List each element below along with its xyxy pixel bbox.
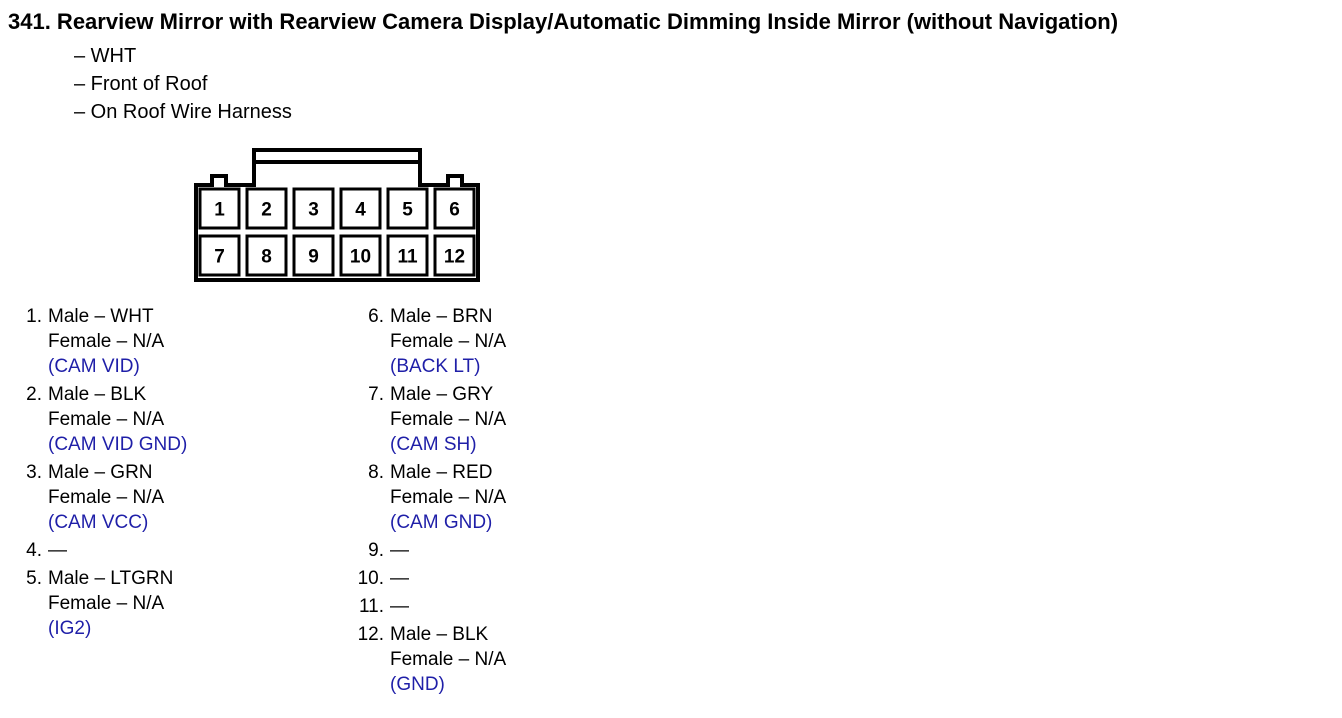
pin-number: 7. — [368, 384, 384, 405]
pin-signal: (BACK LT) — [390, 356, 481, 377]
connector-pin-label: 5 — [402, 200, 413, 221]
connector-cavity — [198, 187, 241, 230]
pin-entry: 8. Male – RED Female – N/A (CAM GND) — [352, 460, 506, 535]
connector-cavity — [339, 187, 382, 230]
connector-color: – WHT — [74, 45, 137, 67]
connector-pin-label: 12 — [444, 247, 465, 268]
pin-number: 1. — [26, 306, 42, 327]
pin-entry: 3. Male – GRN Female – N/A (CAM VCC) — [10, 460, 187, 535]
pin-entry: 10. — — [352, 566, 506, 591]
connector-pin-label: 9 — [308, 247, 319, 268]
pin-male-wire: — — [390, 596, 409, 617]
pin-signal: (IG2) — [48, 618, 92, 639]
connector-cavity — [386, 234, 429, 277]
pin-entry: 5. Male – LTGRN Female – N/A (IG2) — [10, 566, 187, 641]
connector-cavity — [339, 234, 382, 277]
pin-male-wire: Male – BRN — [390, 306, 493, 327]
connector-cavity — [245, 234, 288, 277]
connector-housing — [194, 148, 480, 282]
connector-info-list: – WHT – Front of Roof – On Roof Wire Har… — [74, 42, 292, 126]
connector-cavity — [245, 187, 288, 230]
pin-entry: 1. Male – WHT Female – N/A (CAM VID) — [10, 304, 187, 379]
pin-female-wire: Female – N/A — [390, 487, 507, 508]
pin-signal: (CAM GND) — [390, 512, 493, 533]
pin-female-wire: Female – N/A — [48, 593, 165, 614]
connector-pin-label: 3 — [308, 200, 319, 221]
pin-entry: 4. — — [10, 538, 187, 563]
pin-number: 8. — [368, 462, 384, 483]
pin-list-left: 1. Male – WHT Female – N/A (CAM VID) 2. Male … — [10, 304, 187, 644]
page-title: 341. Rearview Mirror with Rearview Camer… — [8, 9, 1119, 34]
pin-number: 10. — [357, 568, 384, 589]
pin-entry: 6. Male – BRN Female – N/A (BACK LT) — [352, 304, 506, 379]
pin-female-wire: Female – N/A — [390, 649, 507, 670]
connector-pin-label: 4 — [355, 200, 366, 221]
pin-male-wire: — — [390, 540, 409, 561]
pin-list-right: 6. Male – BRN Female – N/A (BACK LT) 7. Male … — [352, 304, 507, 700]
connector-pin-label: 6 — [449, 200, 460, 221]
pin-signal: (CAM VID) — [48, 356, 140, 377]
pin-female-wire: Female – N/A — [390, 409, 507, 430]
pin-number: 11. — [358, 596, 384, 617]
connector-cavity — [433, 187, 476, 230]
connector-cavity — [433, 234, 476, 277]
pin-entry: 2. Male – BLK Female – N/A (CAM VID GND) — [10, 382, 187, 457]
pin-signal: (CAM SH) — [390, 434, 477, 455]
pin-entry: 12. Male – BLK Female – N/A (GND) — [352, 622, 507, 697]
pin-female-wire: Female – N/A — [48, 409, 165, 430]
connector-pin-label: 7 — [214, 247, 225, 268]
pin-male-wire: Male – RED — [390, 462, 493, 483]
pin-number: 6. — [368, 306, 384, 327]
connector-pin-label: 1 — [214, 200, 225, 221]
pin-number: 5. — [26, 568, 42, 589]
pin-signal: (CAM VID GND) — [48, 434, 188, 455]
pin-female-wire: Female – N/A — [390, 331, 507, 352]
pin-entry: 7. Male – GRY Female – N/A (CAM SH) — [352, 382, 506, 457]
connector-pin-label: 8 — [261, 247, 272, 268]
pin-male-wire: — — [48, 540, 67, 561]
connector-cavity — [198, 234, 241, 277]
connector-location: – Front of Roof — [74, 73, 208, 95]
connector-cavity — [386, 187, 429, 230]
pin-female-wire: Female – N/A — [48, 331, 165, 352]
pin-number: 4. — [26, 540, 42, 561]
pin-male-wire: Male – BLK — [48, 384, 147, 405]
pin-male-wire: — — [390, 568, 409, 589]
connector-harness: – On Roof Wire Harness — [74, 101, 292, 123]
pin-number: 9. — [368, 540, 384, 561]
pin-signal: (CAM VCC) — [48, 512, 149, 533]
connector-pin-label: 11 — [397, 247, 418, 268]
pin-male-wire: Male – WHT — [48, 306, 154, 327]
connector-pin-label: 2 — [261, 200, 272, 221]
pin-male-wire: Male – BLK — [390, 624, 489, 645]
pin-male-wire: Male – GRY — [390, 384, 494, 405]
pin-entry: 9. — — [352, 538, 506, 563]
pin-female-wire: Female – N/A — [48, 487, 165, 508]
pin-male-wire: Male – LTGRN — [48, 568, 174, 589]
pin-number: 3. — [26, 462, 42, 483]
connector-pin-label: 10 — [350, 247, 371, 268]
pin-number: 2. — [26, 384, 42, 405]
connector-cavity — [292, 234, 335, 277]
pin-signal: (GND) — [390, 674, 445, 695]
connector-cavity — [292, 187, 335, 230]
pin-number: 12. — [357, 624, 384, 645]
pin-male-wire: Male – GRN — [48, 462, 153, 483]
pin-entry: 11. — — [352, 594, 506, 619]
